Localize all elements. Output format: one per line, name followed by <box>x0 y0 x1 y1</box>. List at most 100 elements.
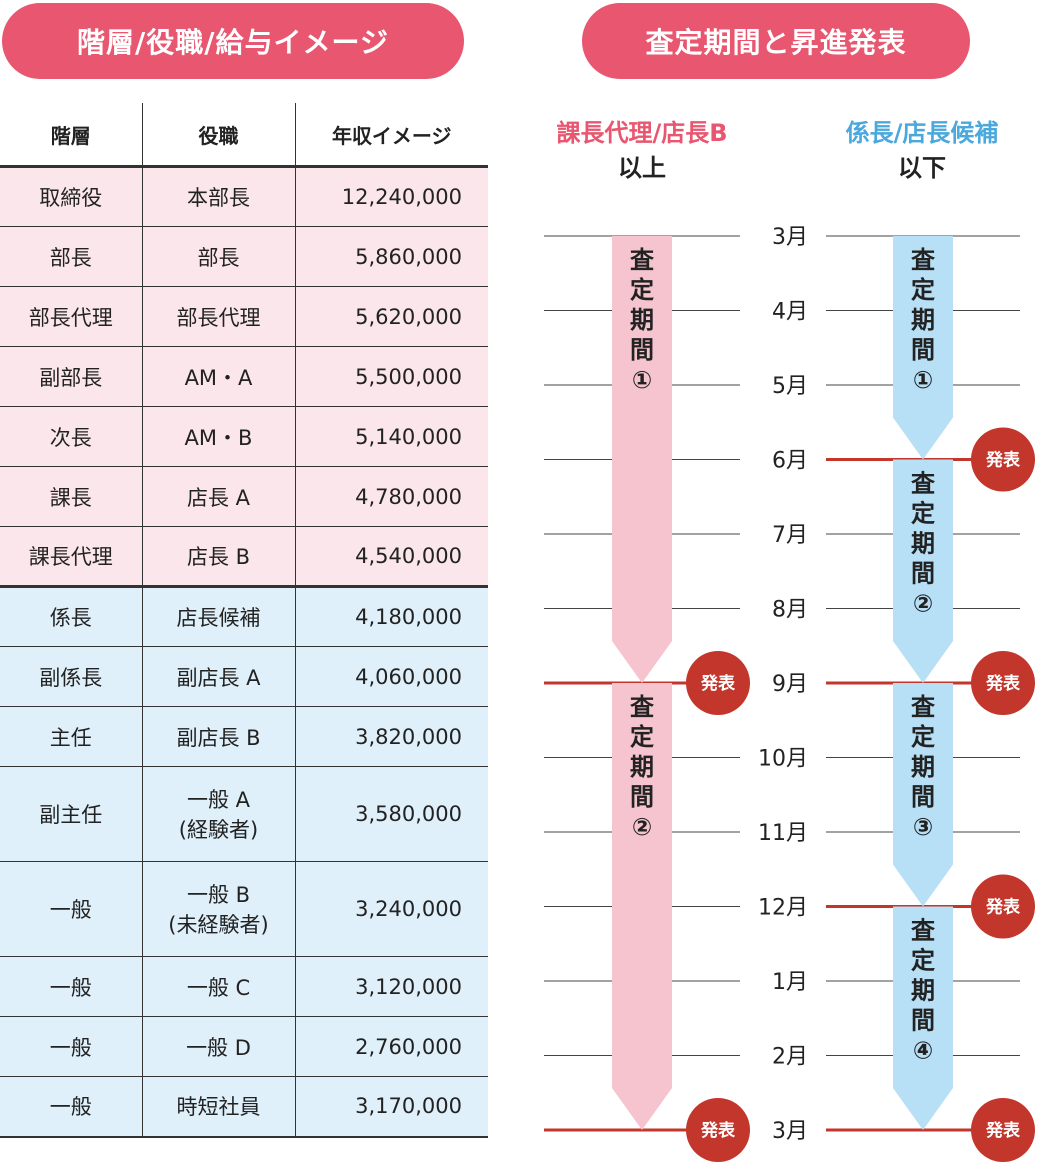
month-label: 11月 <box>758 821 808 846</box>
review-period-label-char: 間 <box>911 560 935 588</box>
cell-position: 一般 A (経験者) <box>141 766 295 862</box>
announcement-badge-label: 発表 <box>985 897 1021 918</box>
position-label: 一般 C <box>186 975 251 1000</box>
review-period-arrow-left <box>612 236 672 683</box>
review-period-label-char: 間 <box>911 1007 935 1035</box>
cell-grade: 一般 <box>0 861 142 957</box>
review-period-arrow-right <box>893 906 953 1130</box>
cell-salary: 4,780,000 <box>294 466 488 527</box>
cell-salary: 3,580,000 <box>294 766 488 862</box>
month-label: 12月 <box>758 896 808 921</box>
review-period-label-char: 期 <box>630 306 654 334</box>
month-label: 3月 <box>772 225 808 250</box>
column-header-grade: 階層 <box>0 103 142 168</box>
review-period-label-char: 間 <box>911 783 935 811</box>
cell-salary: 5,620,000 <box>294 286 488 347</box>
cell-position: 部長代理 <box>141 286 295 347</box>
cell-grade: 一般 <box>0 1076 142 1138</box>
month-label-bg <box>748 816 820 848</box>
cell-salary: 3,120,000 <box>294 956 488 1017</box>
cell-grade: 副部長 <box>0 346 142 407</box>
cell-position: 時短社員 <box>141 1076 295 1138</box>
cell-position: 副店長 A <box>141 646 295 707</box>
cell-position: 一般 D <box>141 1016 295 1077</box>
left-column-subtitle: 以上 <box>618 154 666 182</box>
month-label-bg <box>748 518 820 550</box>
cell-position: 副店長 B <box>141 706 295 767</box>
cell-grade: 係長 <box>0 586 142 647</box>
review-period-label-char: 査 <box>911 246 935 274</box>
month-label-bg <box>748 890 820 923</box>
cell-salary: 2,760,000 <box>294 1016 488 1077</box>
position-label: 部長 <box>197 245 240 270</box>
review-period-arrow-right <box>893 236 953 460</box>
cell-salary: 4,540,000 <box>294 526 488 588</box>
position-label: 一般 B <box>186 883 251 907</box>
review-period-label-char: 査 <box>911 470 935 498</box>
month-label: 3月 <box>772 1119 808 1144</box>
cell-grade: 部長 <box>0 226 142 287</box>
cell-salary: 4,180,000 <box>294 586 488 647</box>
cell-salary: 5,860,000 <box>294 226 488 287</box>
review-period-arrow-right <box>893 459 953 683</box>
announcement-badge <box>686 651 750 715</box>
review-period-number: ① <box>913 366 933 394</box>
cell-grade: 次長 <box>0 406 142 467</box>
month-label: 7月 <box>772 523 808 548</box>
review-period-label-char: 期 <box>630 753 654 781</box>
cell-position: AM・A <box>141 346 295 407</box>
review-period-label-char: 間 <box>911 336 935 364</box>
position-label: 副店長 A <box>176 665 261 690</box>
cell-position: 店長 A <box>141 466 295 527</box>
table-row: 一般一般 B(未経験者)3,240,000 <box>0 861 488 957</box>
section-title-grade-salary: 階層/役職/給与イメージ <box>2 3 464 79</box>
cell-grade: 主任 <box>0 706 142 767</box>
announcement-badge-label: 発表 <box>700 673 736 694</box>
cell-grade: 一般 <box>0 1016 142 1077</box>
left-column-title: 課長代理/店長B <box>556 119 728 147</box>
position-label: 時短社員 <box>176 1095 261 1120</box>
position-label: AM・A <box>184 365 253 390</box>
cell-position: 本部長 <box>141 166 295 227</box>
month-label: 2月 <box>772 1045 808 1070</box>
review-period-number: ① <box>632 366 652 394</box>
cell-salary: 5,140,000 <box>294 406 488 467</box>
review-period-arrow-right <box>893 683 953 907</box>
month-label-bg <box>748 965 820 997</box>
month-label: 6月 <box>772 449 808 474</box>
left-column-heading: 課長代理/店長B 以上 <box>522 118 762 188</box>
position-label: 店長候補 <box>176 606 261 630</box>
cell-position: 一般 B(未経験者) <box>141 861 295 957</box>
review-period-number: ② <box>632 813 652 841</box>
review-period-label-char: 査 <box>911 693 935 721</box>
column-header-position: 役職 <box>141 103 295 168</box>
month-label: 5月 <box>772 374 808 399</box>
announcement-badge-label: 発表 <box>985 673 1021 694</box>
month-label: 4月 <box>772 300 808 325</box>
announcement-badge-label: 発表 <box>700 1120 736 1141</box>
position-label: 店長 A <box>186 485 251 510</box>
right-column-heading: 係長/店長候補 以下 <box>802 118 1038 188</box>
cell-position: 店長 B <box>141 526 295 588</box>
cell-grade: 副主任 <box>0 766 142 862</box>
position-note: (経験者) <box>178 818 259 842</box>
review-period-label-char: 期 <box>911 977 935 1005</box>
review-period-arrow-left <box>612 683 672 1130</box>
position-label: 一般 A <box>186 788 251 812</box>
section-title-review-period: 査定期間と昇進発表 <box>582 3 970 79</box>
review-period-label-char: 定 <box>911 947 935 975</box>
announcement-badge <box>971 874 1035 939</box>
cell-grade: 副係長 <box>0 646 142 707</box>
cell-grade: 一般 <box>0 956 142 1017</box>
announcement-badge <box>971 1098 1035 1162</box>
position-label: 店長 B <box>186 545 251 569</box>
